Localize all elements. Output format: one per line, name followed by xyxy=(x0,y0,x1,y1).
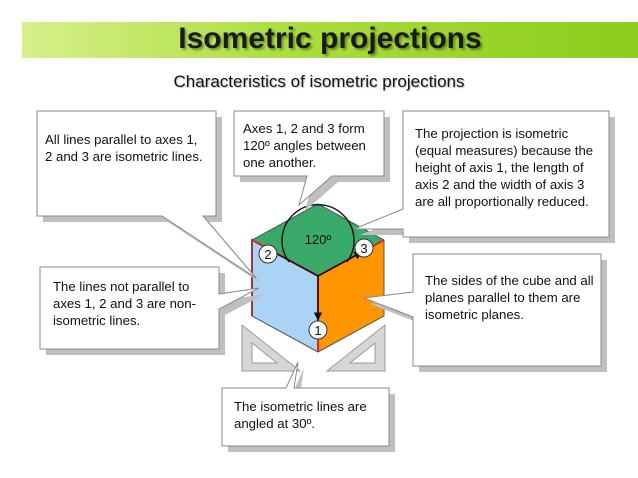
title-bar xyxy=(22,22,638,58)
callout-angled-30-text: The isometric lines are angled at 30º. xyxy=(234,399,367,431)
callout-cube-sides-text: The sides of the cube and all planes par… xyxy=(425,273,594,322)
axis-1-label: 1 xyxy=(314,323,321,338)
axis-3-badge xyxy=(354,238,374,258)
left-set-square xyxy=(241,323,302,372)
callout-axes-angles-text: Axes 1, 2 and 3 form 120º angles between… xyxy=(243,121,366,170)
axis-1-badge xyxy=(308,320,328,340)
slide-subtitle: Characteristics of isometric projections xyxy=(173,72,465,91)
callout-non-parallel-lines xyxy=(39,266,260,350)
callout-non-parallel-lines-text: The lines not parallel to axes 1, 2 and … xyxy=(53,279,196,328)
callout-isometric-reason-text: The projection is isometric (equal measu… xyxy=(415,126,594,209)
right-set-square xyxy=(325,323,386,372)
callout-cube-sides xyxy=(363,253,602,367)
callout-isometric-reason xyxy=(353,110,610,238)
angle-label: 120º xyxy=(305,232,332,247)
callout-parallel-lines xyxy=(36,110,257,279)
axis-2-label: 2 xyxy=(264,247,271,262)
callout-axes-angles xyxy=(233,110,385,207)
axis-2-badge xyxy=(258,244,278,264)
callout-parallel-lines-text: All lines parallel to axes 1, 2 and 3 ar… xyxy=(45,132,203,164)
callout-angled-30 xyxy=(221,361,390,447)
axis-3-label: 3 xyxy=(360,241,367,256)
slide-title: Isometric projections xyxy=(178,22,482,55)
axes-arrows xyxy=(267,203,363,321)
